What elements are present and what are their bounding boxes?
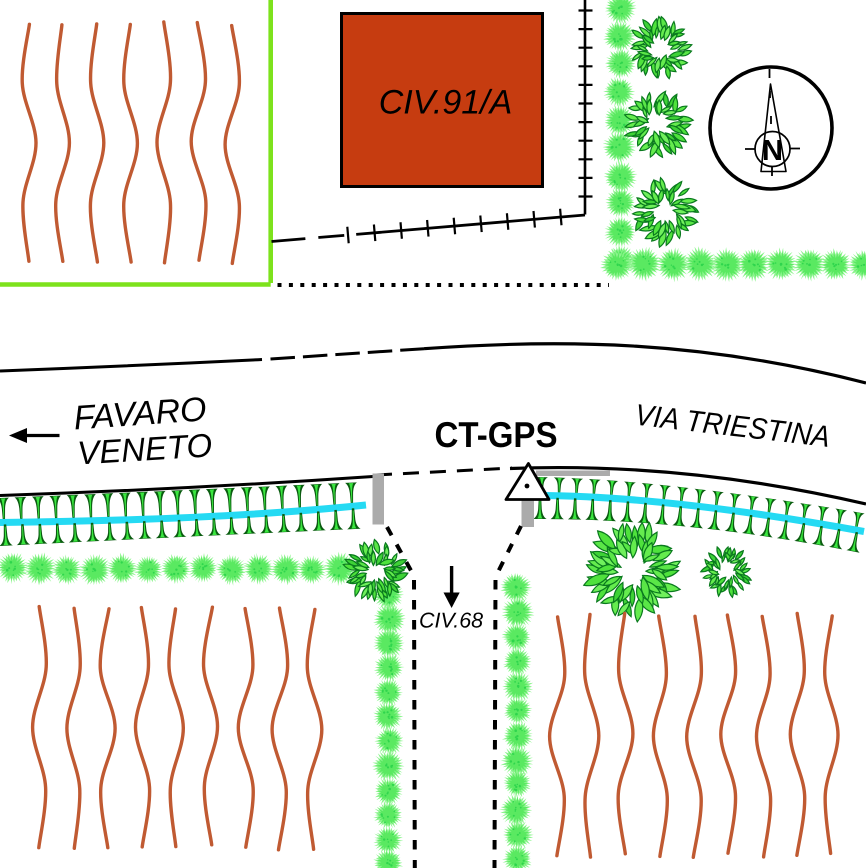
svg-text:CT-GPS: CT-GPS (435, 414, 558, 455)
svg-text:FAVARO: FAVARO (72, 390, 207, 437)
svg-text:VENETO: VENETO (76, 426, 213, 471)
svg-text:CIV.91/A: CIV.91/A (379, 84, 513, 122)
svg-text:CIV.68: CIV.68 (419, 609, 483, 633)
svg-text:N: N (762, 135, 783, 167)
